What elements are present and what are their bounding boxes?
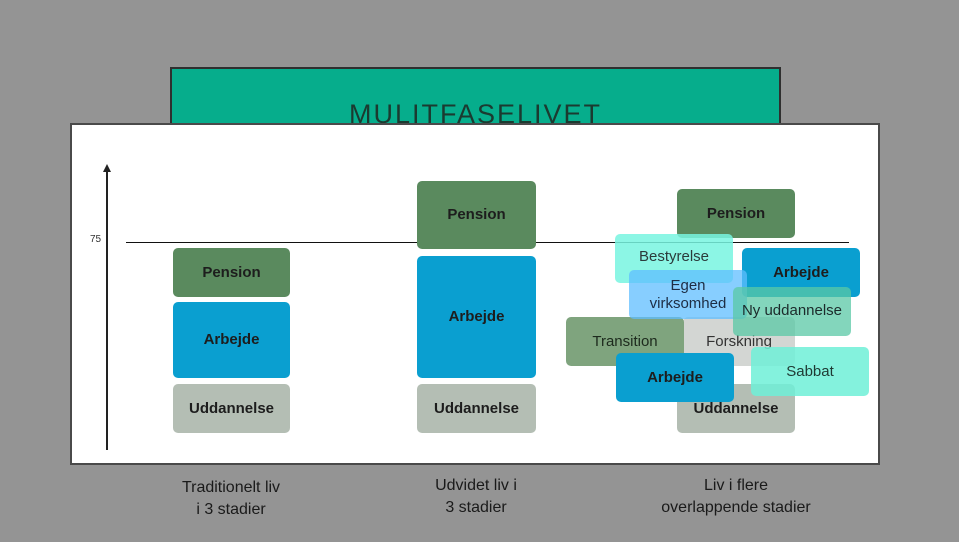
col3-ny-uddannelse-label: Ny uddannelse bbox=[741, 301, 843, 319]
col3-arbejde-bottom-block: Arbejde bbox=[616, 353, 734, 402]
col3-caption: Liv i flere overlappende stadier bbox=[636, 475, 836, 519]
col3-egen-virksomhed-block: Egen virksomhed bbox=[629, 270, 747, 319]
col2-caption-line1: Udvidet liv i bbox=[435, 477, 517, 494]
col3-arbejde-bottom-label: Arbejde bbox=[647, 368, 703, 386]
col1-arbejde-label: Arbejde bbox=[203, 331, 260, 349]
col3-forskning-label: Forskning bbox=[706, 332, 772, 350]
col3-ny-uddannelse-block: Ny uddannelse bbox=[733, 287, 851, 336]
col3-egen-virksomhed-line2: virksomhed bbox=[649, 294, 727, 312]
y-axis-tick-75: 75 bbox=[90, 234, 102, 245]
col1-uddannelse-block: Uddannelse bbox=[173, 384, 290, 433]
col1-uddannelse-label: Uddannelse bbox=[188, 399, 275, 417]
col2-pension-block: Pension bbox=[417, 181, 536, 249]
col1-pension-label: Pension bbox=[202, 263, 261, 281]
y-axis bbox=[106, 170, 108, 450]
col3-arbejde-top-label: Arbejde bbox=[773, 263, 829, 281]
col1-caption: Traditionelt liv i 3 stadier bbox=[151, 477, 311, 521]
col2-uddannelse-block: Uddannelse bbox=[417, 384, 536, 433]
col2-uddannelse-label: Uddannelse bbox=[433, 399, 520, 417]
col2-arbejde-block: Arbejde bbox=[417, 256, 536, 378]
col3-egen-virksomhed-line1: Egen bbox=[670, 277, 706, 295]
y-axis-arrow-icon bbox=[103, 164, 111, 172]
col2-caption-line2: 3 stadier bbox=[445, 499, 507, 516]
col3-pension-label: Pension bbox=[706, 204, 766, 222]
col2-arbejde-label: Arbejde bbox=[448, 308, 505, 326]
col2-caption: Udvidet liv i 3 stadier bbox=[396, 475, 556, 519]
col3-bestyrelse-label: Bestyrelse bbox=[638, 248, 710, 265]
col1-pension-block: Pension bbox=[173, 248, 290, 297]
col1-caption-line2: i 3 stadier bbox=[196, 501, 266, 518]
col3-transition-label: Transition bbox=[592, 332, 658, 350]
col3-sabbat-label: Sabbat bbox=[786, 362, 834, 380]
col3-caption-line1: Liv i flere bbox=[703, 477, 769, 494]
col3-pension-block: Pension bbox=[677, 189, 795, 238]
col3-uddannelse-label: Uddannelse bbox=[693, 399, 779, 417]
col2-pension-label: Pension bbox=[447, 206, 506, 224]
col1-arbejde-block: Arbejde bbox=[173, 302, 290, 378]
col1-caption-line1: Traditionelt liv bbox=[181, 479, 281, 496]
col3-caption-line2: overlappende stadier bbox=[661, 499, 811, 516]
col3-sabbat-block: Sabbat bbox=[751, 347, 869, 396]
